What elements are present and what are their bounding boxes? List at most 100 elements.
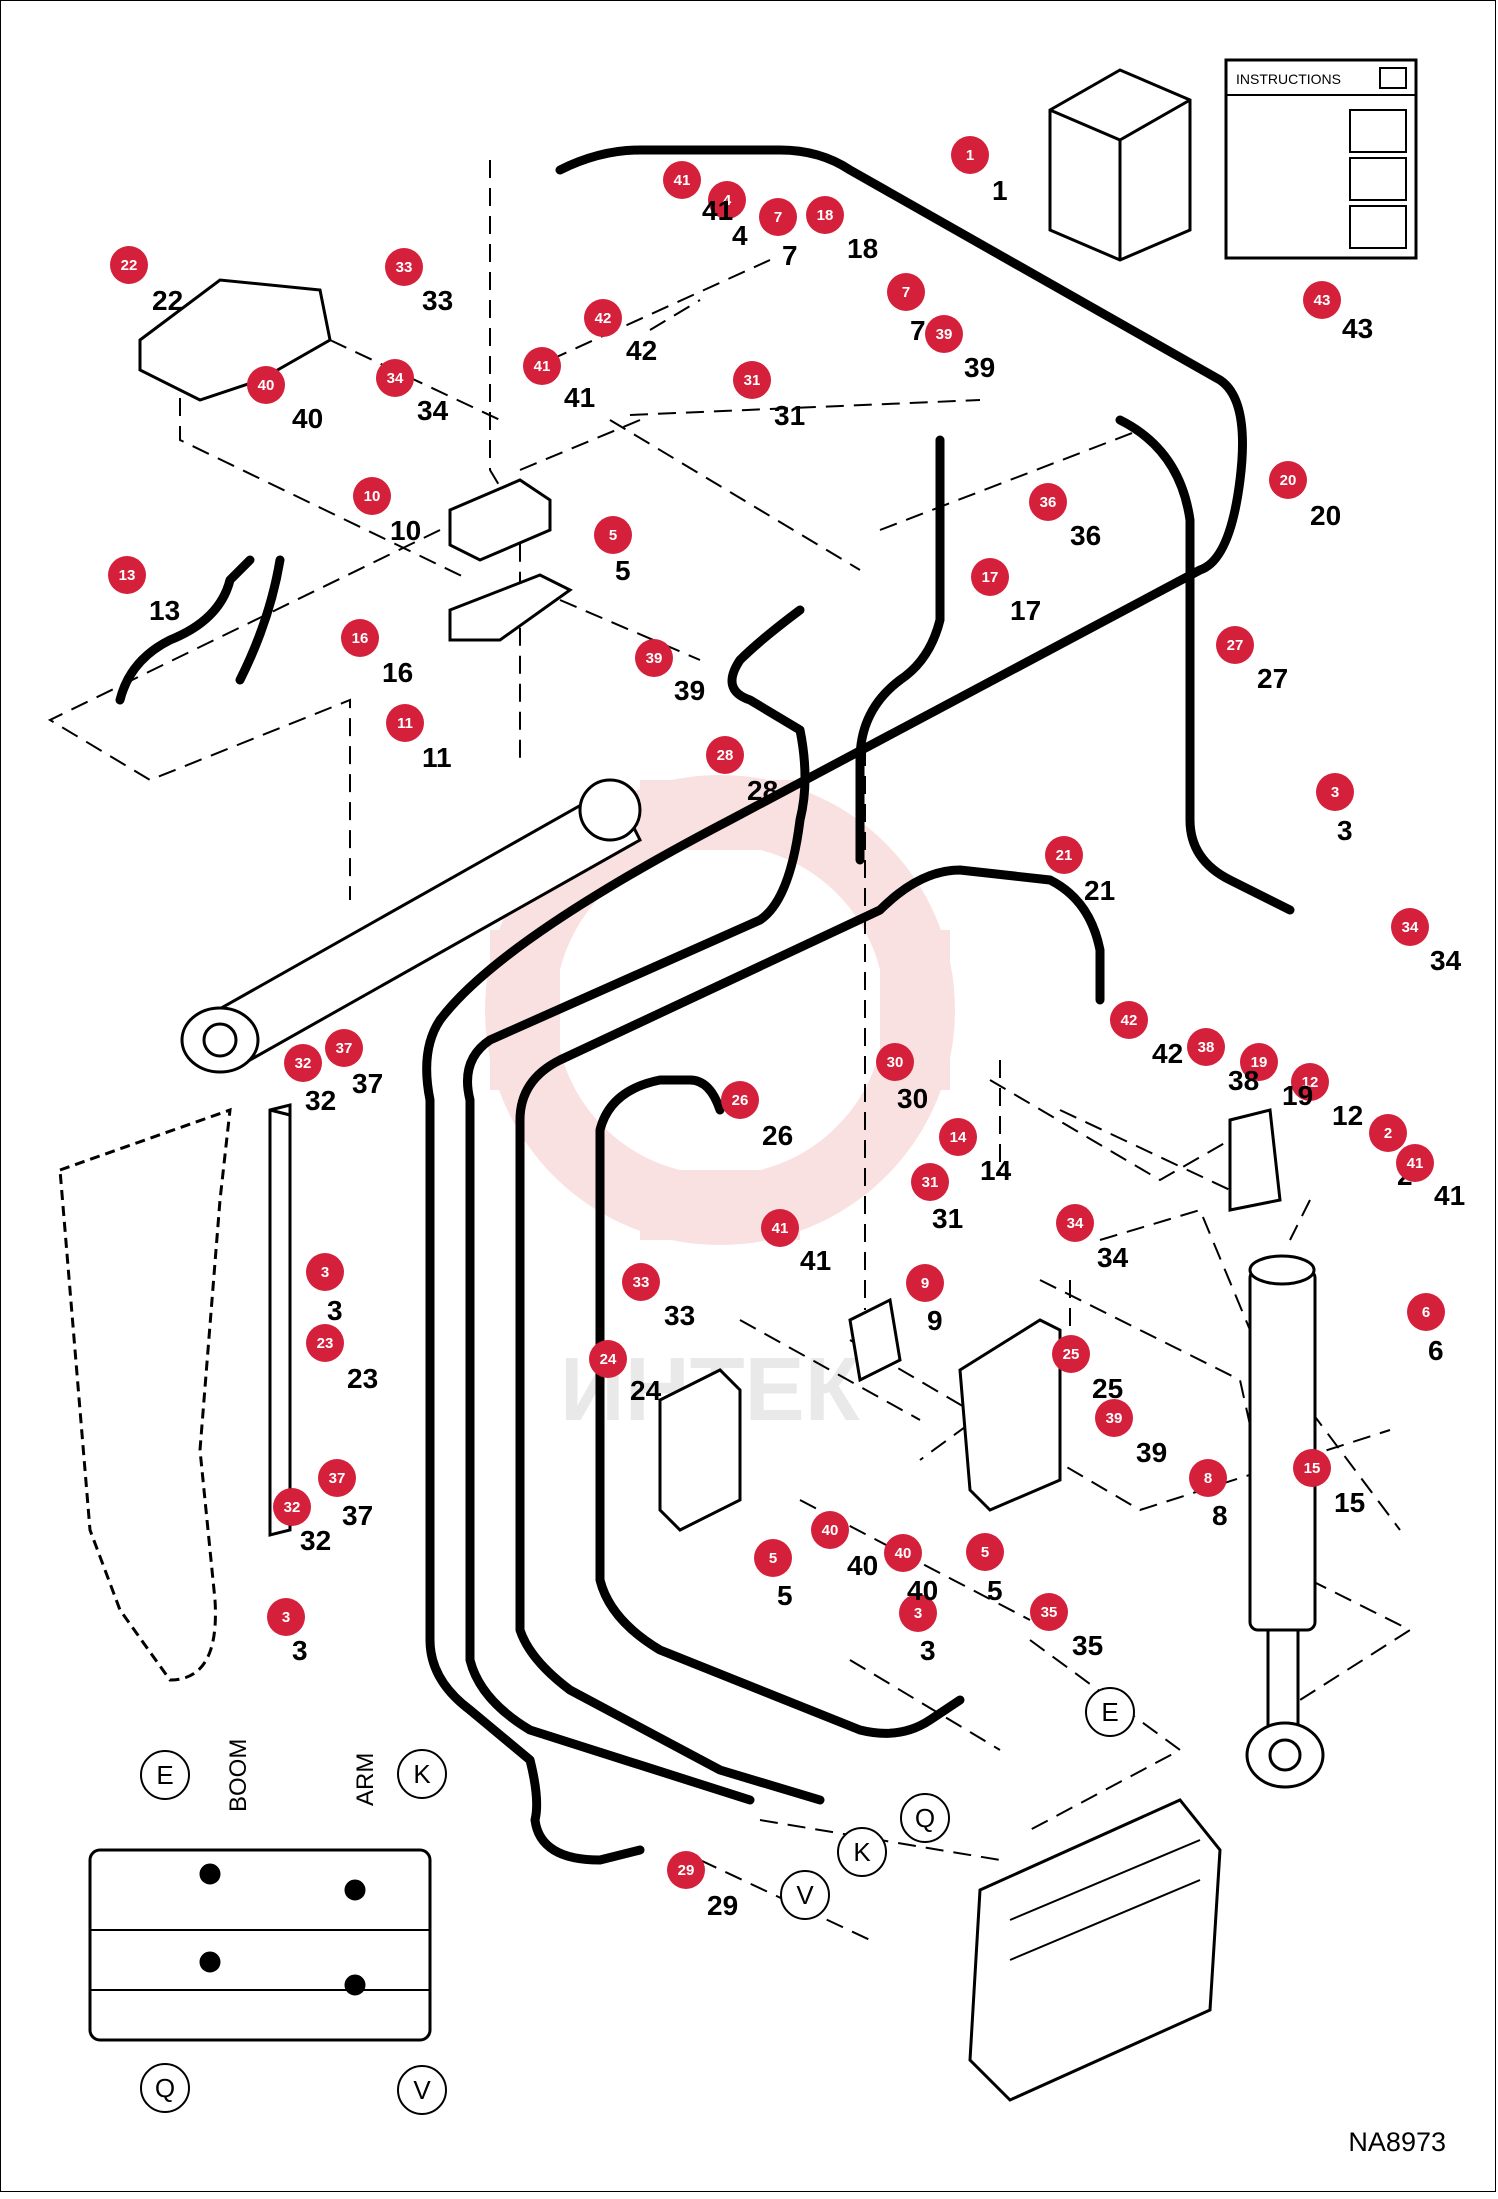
callout-badge-number: 11	[397, 715, 413, 732]
callout-badge-number: 14	[950, 1129, 967, 1146]
callout-badge-number: 27	[1227, 637, 1244, 654]
callout-badge-number: 33	[633, 1274, 650, 1291]
connection-circle	[780, 1870, 830, 1920]
callout-badge-number: 41	[772, 1220, 789, 1237]
connection-letter: K	[413, 1759, 431, 1789]
callout-badge	[806, 196, 844, 234]
part-number: 39	[964, 352, 995, 383]
callout-badge	[708, 181, 746, 219]
part-number: 20	[1310, 500, 1341, 531]
callout-badge	[884, 1534, 922, 1572]
callout-badge	[939, 1118, 977, 1156]
part-number: 33	[422, 285, 453, 316]
part-number: 33	[664, 1300, 695, 1331]
callout-badge	[667, 1851, 705, 1889]
callout-badge-number: 24	[600, 1351, 617, 1368]
callout-badge	[971, 558, 1009, 596]
mounting-brackets	[658, 1108, 1282, 1532]
callout-badge	[754, 1539, 792, 1577]
part-number: 6	[1428, 1335, 1444, 1366]
callout-badge	[1095, 1399, 1133, 1437]
callout-badge-number: 26	[732, 1092, 749, 1109]
callout-badge-number: 6	[1422, 1304, 1430, 1321]
callout-badge-number: 34	[1067, 1215, 1084, 1232]
callout-badge-number: 31	[744, 372, 761, 389]
callout-badge	[353, 477, 391, 515]
part-number: 5	[987, 1575, 1003, 1606]
callout-badge-number: 31	[922, 1174, 939, 1191]
connection-letter: Q	[915, 1803, 935, 1833]
callout-badge	[733, 361, 771, 399]
part-number: 40	[907, 1575, 938, 1606]
callout-badge	[1391, 908, 1429, 946]
part-number: 29	[707, 1890, 738, 1921]
callout-8: 88	[1189, 1459, 1228, 1531]
callout-badge	[1056, 1204, 1094, 1242]
callout-9: 99	[906, 1264, 944, 1336]
callout-24: 24 24	[589, 1340, 662, 1406]
callout-badge-number: 5	[981, 1544, 989, 1561]
callout-badge-number: 3	[914, 1605, 922, 1622]
part-number: 5	[777, 1580, 793, 1611]
boom-cylinder	[180, 778, 642, 1074]
callout-badge-number: 1	[966, 147, 974, 164]
callout-badge	[1269, 461, 1307, 499]
callout-badge-number: 41	[674, 172, 691, 189]
part-number: 39	[1136, 1437, 1167, 1468]
callout-badge-number: 22	[121, 257, 138, 274]
callout-33b: 33 33	[622, 1263, 695, 1331]
part-number: 12	[1332, 1100, 1363, 1131]
callout-3c: 33	[267, 1598, 308, 1666]
arm-label: ARM	[352, 1753, 379, 1806]
callout-badge	[721, 1081, 759, 1119]
callout-badge-number: 5	[609, 527, 617, 544]
callout-7b: 77	[887, 273, 926, 346]
callout-badge-number: 41	[534, 358, 551, 375]
part-number: 1	[992, 175, 1008, 206]
part-number: 34	[1430, 945, 1462, 976]
callout-badge-number: 39	[646, 650, 663, 667]
callout-badge-number: 2	[1384, 1125, 1392, 1142]
callout-badge-number: 5	[769, 1550, 777, 1567]
callout-badge	[284, 1044, 322, 1082]
connection-letter: E	[156, 1760, 173, 1790]
instructions-label: INSTRUCTIONS	[1236, 71, 1341, 87]
callout-badge	[1407, 1293, 1445, 1331]
callout-badge	[386, 704, 424, 742]
part-number: 28	[747, 775, 778, 806]
part-number: 37	[342, 1500, 373, 1531]
callout-badge-number: 34	[1402, 919, 1419, 936]
part-number: 8	[1212, 1500, 1228, 1531]
callout-badge	[273, 1488, 311, 1526]
part-number: 43	[1342, 313, 1373, 344]
part-number: 13	[149, 595, 180, 626]
callout-layer: 1122333333334455555566777788991010111112…	[108, 136, 1465, 1921]
part-number: 24	[630, 1375, 662, 1406]
callout-badge	[523, 347, 561, 385]
part-number: 34	[1097, 1242, 1129, 1273]
callout-badge-number: 40	[822, 1522, 839, 1539]
part-number: 11	[422, 742, 452, 773]
callout-badge	[1029, 483, 1067, 521]
callout-badge-number: 19	[1251, 1054, 1268, 1071]
callout-5b: 55	[754, 1539, 793, 1611]
callout-badge	[247, 366, 285, 404]
callout-badge-number: 28	[717, 747, 734, 764]
callout-5a: 55	[594, 516, 632, 586]
callout-badge-number: 9	[921, 1275, 929, 1292]
